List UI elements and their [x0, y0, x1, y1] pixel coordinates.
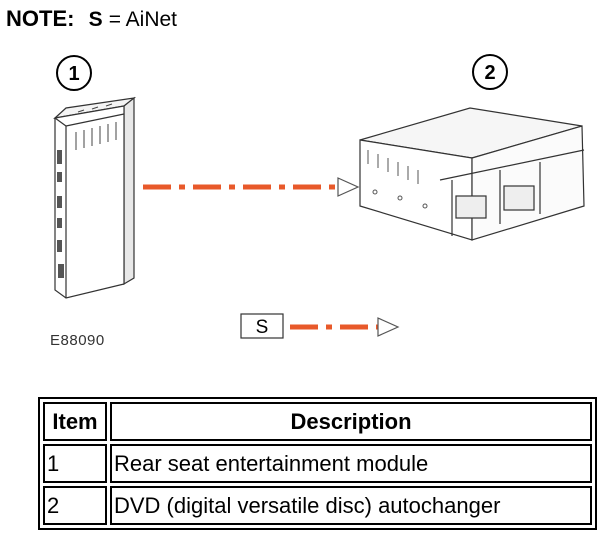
header-item: Item	[43, 402, 107, 441]
item-number: 2	[43, 486, 107, 525]
svg-text:2: 2	[484, 62, 495, 84]
legend-table: Item Description 1 Rear seat entertainme…	[38, 397, 597, 530]
ainet-connection-arrow	[143, 177, 360, 197]
note-line: NOTE: S = AiNet	[6, 4, 177, 35]
table-row: 1 Rear seat entertainment module	[43, 444, 592, 483]
callout-1: 1	[56, 55, 92, 91]
note-symbol: S	[88, 8, 103, 31]
note-definition: = AiNet	[108, 8, 178, 31]
table-row: 2 DVD (digital versatile disc) autochang…	[43, 486, 592, 525]
signal-legend-sample: S	[240, 313, 400, 339]
legend-header-row: Item Description	[43, 402, 592, 441]
figure-code: E88090	[50, 332, 105, 349]
item-number: 1	[43, 444, 107, 483]
dvd-autochanger-illustration	[359, 107, 585, 241]
header-description: Description	[110, 402, 592, 441]
item-description: Rear seat entertainment module	[110, 444, 592, 483]
item-description: DVD (digital versatile disc) autochanger	[110, 486, 592, 525]
note-label: NOTE:	[6, 6, 75, 31]
callout-2: 2	[472, 54, 508, 90]
rear-seat-entertainment-module-illustration	[53, 96, 137, 299]
system-diagram: 1 2	[53, 54, 585, 339]
signal-box-label: S	[256, 317, 269, 338]
svg-text:1: 1	[68, 63, 79, 85]
